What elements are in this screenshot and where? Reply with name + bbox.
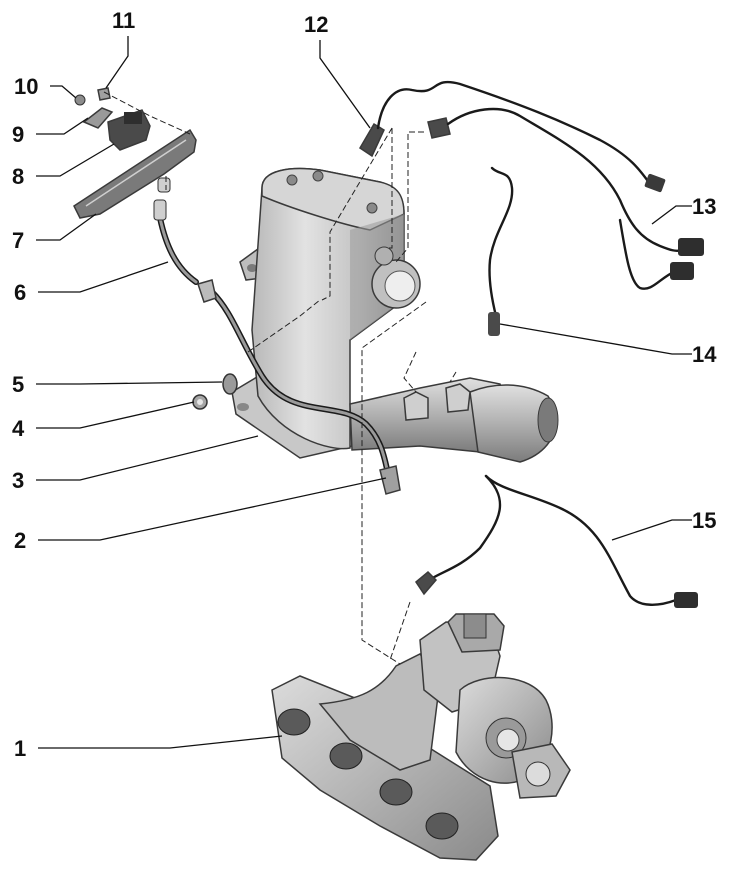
temperature-sender-14 — [488, 166, 514, 336]
manifold-port-4 — [425, 812, 459, 840]
callout-4: 4 — [12, 416, 25, 441]
pressure-sensor-connector — [124, 112, 142, 124]
leader-5 — [36, 381, 223, 385]
sender-12-probe — [358, 122, 385, 158]
hose-fitting-top — [157, 177, 171, 193]
leader-13 — [651, 205, 692, 225]
pressure-sender — [379, 465, 401, 495]
retaining-clip — [82, 107, 114, 129]
dash-line — [247, 299, 321, 353]
dash-line — [361, 301, 427, 665]
dash-line — [103, 91, 191, 135]
hose-fitting-upper — [153, 199, 167, 221]
callout-1: 1 — [14, 736, 26, 761]
pressure-hose — [157, 215, 199, 285]
cap-bolt — [366, 202, 378, 214]
filter-top-cap — [261, 167, 405, 231]
manifold-port-1 — [277, 708, 311, 736]
leader-11 — [105, 36, 129, 89]
callout-8: 8 — [12, 164, 24, 189]
dash-line — [395, 131, 424, 263]
pipe-sensor-boss-1 — [403, 391, 429, 421]
callout-2: 2 — [14, 528, 26, 553]
dash-line — [403, 351, 417, 393]
leader-15 — [611, 519, 692, 541]
sender-15-cable-lower — [424, 474, 502, 584]
pipe-sensor-boss-2 — [445, 383, 471, 413]
leader-lines — [36, 36, 692, 749]
manifold-port-3 — [379, 778, 413, 806]
sender-13-cable — [446, 107, 684, 252]
dash-line — [449, 371, 457, 383]
sender-15-probe — [415, 570, 438, 596]
manifold-runners — [318, 653, 441, 771]
leader-14 — [499, 323, 692, 355]
hose-clamp — [197, 279, 217, 303]
callout-11: 11 — [112, 8, 135, 33]
temperature-sender-13 — [427, 107, 704, 290]
pressure-pipe-assembly — [153, 177, 401, 495]
nut-bore — [197, 399, 203, 405]
bracket-hole — [247, 264, 257, 272]
flange-hole — [237, 403, 249, 411]
callout-labels: 1 2 3 4 5 6 7 8 9 10 11 12 13 14 15 — [12, 8, 717, 761]
turbo-flange-bore — [525, 761, 551, 787]
leader-12 — [319, 40, 371, 129]
callout-9: 9 — [12, 122, 24, 147]
temperature-sender-15 — [415, 474, 698, 608]
callout-3: 3 — [12, 468, 24, 493]
leader-7 — [36, 213, 97, 241]
pressure-hose-highlight — [158, 216, 198, 284]
temperature-sender-12 — [358, 80, 666, 193]
leader-9 — [36, 117, 89, 135]
callout-14: 14 — [692, 342, 717, 367]
particulate-filter — [231, 167, 559, 463]
sender-14-cable — [488, 166, 514, 318]
sender-13-cable-branch — [618, 218, 676, 290]
exhaust-manifold-turbocharger — [271, 613, 571, 861]
callout-6: 6 — [14, 280, 26, 305]
sender-13-connector-a — [678, 238, 704, 256]
gasket — [222, 373, 238, 395]
manifold-port-2 — [329, 742, 363, 770]
catalyst-outlet — [537, 397, 559, 443]
leader-6 — [38, 261, 169, 293]
sensor-boss — [374, 246, 394, 266]
sender-12-cable — [376, 80, 652, 186]
dash-line — [389, 601, 411, 661]
sender-12-connector — [644, 173, 666, 193]
sender-13-probe — [427, 117, 451, 139]
sender-15-connector — [674, 592, 698, 608]
callout-5: 5 — [12, 372, 24, 397]
turbo-outlet-bore — [496, 728, 520, 752]
sender-15-cable — [484, 474, 678, 606]
leader-3 — [36, 435, 259, 481]
callout-10: 10 — [14, 74, 38, 99]
leader-1 — [38, 735, 283, 749]
leader-10 — [50, 85, 77, 99]
assembly-dash-lines — [103, 91, 457, 665]
callout-12: 12 — [304, 12, 328, 37]
callout-15: 15 — [692, 508, 716, 533]
leader-8 — [36, 143, 115, 177]
callout-13: 13 — [692, 194, 716, 219]
callout-7: 7 — [12, 228, 24, 253]
bolt — [74, 94, 86, 106]
outlet-port-bore — [384, 270, 416, 302]
dash-line — [386, 128, 393, 249]
sender-13-connector-b — [670, 262, 694, 280]
screw — [97, 87, 111, 101]
actuator-connector — [463, 613, 487, 639]
bracket-rib — [85, 139, 187, 207]
leader-4 — [36, 401, 195, 429]
pressure-pipe-highlight — [210, 290, 390, 476]
cap-bolt — [286, 174, 298, 186]
leader-2 — [38, 477, 387, 541]
sender-14-probe — [488, 312, 500, 336]
cap-bolt — [312, 170, 324, 182]
dash-line — [321, 127, 393, 301]
